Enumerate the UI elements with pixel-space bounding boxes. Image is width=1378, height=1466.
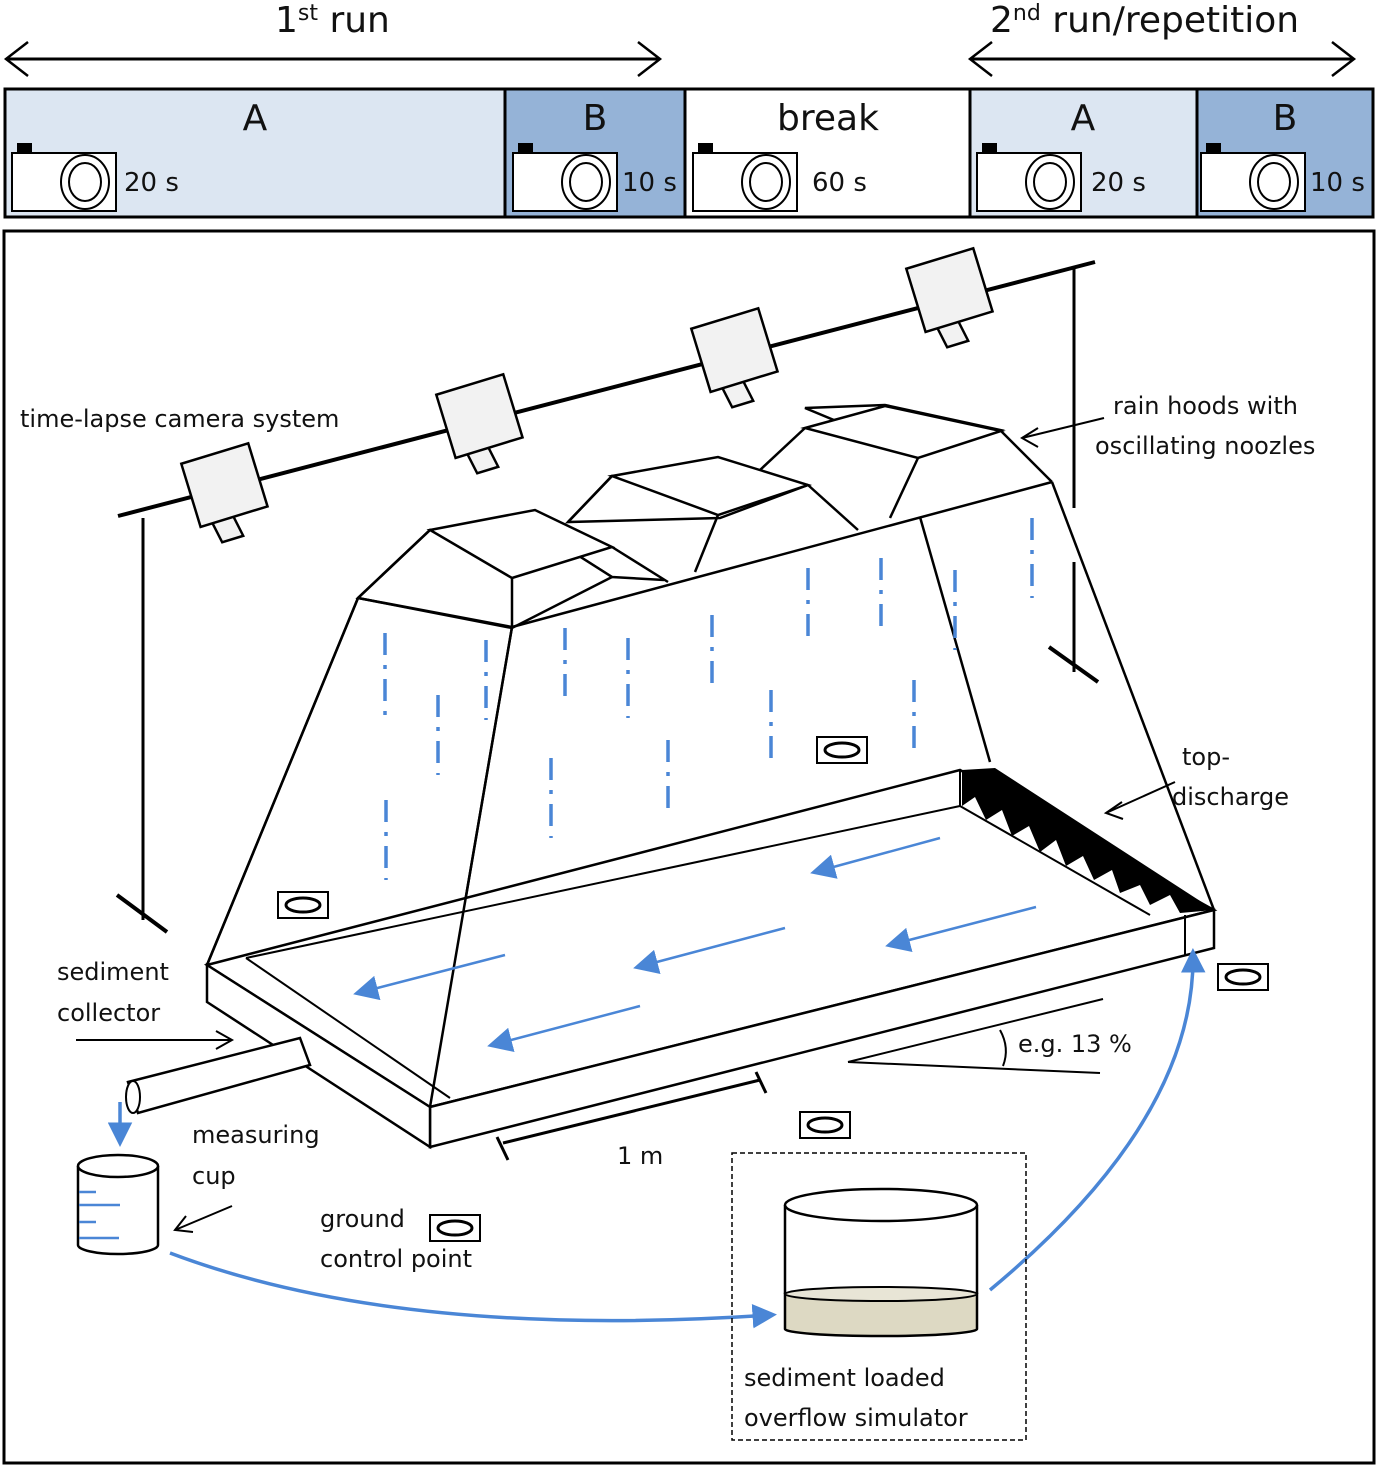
inflow-arrow [988,948,1206,1292]
sediment-collector-label: sediment [57,958,169,986]
camera-icon [1200,143,1306,212]
gcp-marker-icon [1217,963,1269,991]
top-discharge-pointer [1103,781,1176,820]
rail-camera-icon [179,441,270,544]
rain-hoods-label: rain hoods with [1113,392,1298,420]
run1-span-arrow [3,41,663,77]
camera-icon [976,143,1082,212]
top-discharge-weir [962,768,1214,913]
phase-duration: 10 s [622,168,677,198]
phase-name: A [1071,98,1096,139]
flow-arrows [353,836,1037,1052]
top-discharge-label: top- [1182,743,1230,771]
return-flow-arrow [169,1251,777,1329]
slope-indicator [847,998,1104,1074]
phase-duration: 60 s [812,168,867,198]
flow-arrow [633,926,786,974]
scale-label: 1 m [617,1142,663,1170]
rain-hoods-pointer [1020,417,1105,448]
phase-name: B [583,98,608,139]
gcp-marker-icon [429,1214,481,1242]
time-lapse-cameras [179,246,995,544]
measuring-cup-pointer [173,1205,233,1233]
gcp-label: ground [320,1205,405,1233]
rain-hoods-label: oscillating noozles [1095,432,1315,460]
phase-duration: 20 s [124,168,179,198]
ground-control-points [277,736,1269,1242]
gcp-marker-icon [816,736,868,764]
scale-bar [495,1071,768,1161]
sediment-collector-pointer [76,1030,235,1050]
camera-icon [11,143,117,212]
measuring-cup [76,1102,160,1256]
measuring-cup-label: measuring [192,1121,320,1149]
flow-arrow [810,836,941,879]
flow-arrow [885,905,1037,953]
camera-system-label: time-lapse camera system [20,405,339,433]
phase-name: break [777,98,879,139]
rail-camera-icon [434,372,525,475]
sediment-collector-label: collector [57,999,160,1027]
phase-duration: 20 s [1091,168,1146,198]
gcp-label: control point [320,1245,472,1273]
rain-drops [383,518,1034,880]
rail-camera-icon [904,246,995,349]
overflow-simulator [731,1152,1027,1441]
simulator-label: overflow simulator [744,1404,968,1432]
gcp-marker-icon [277,891,329,919]
camera-icon [692,143,798,212]
phase-duration: 10 s [1310,168,1365,198]
gcp-marker-icon [799,1111,851,1139]
rail-camera-icon [689,306,780,409]
flume [125,626,1218,1150]
run2-label: 2nd run/repetition [990,0,1299,41]
top-discharge-label: discharge [1172,783,1289,811]
timeline: 1st run 2nd run/repetition A B break A B… [3,0,1375,219]
phase-name: A [243,98,268,139]
run2-span-arrow [967,41,1357,77]
phase-name: B [1273,98,1298,139]
flow-arrow [487,1004,641,1052]
outlet-pipe [125,1036,312,1115]
phase-bar: A B break A B 20 s 10 s 60 s 20 s 10 s [3,87,1375,219]
measuring-cup-label: cup [192,1162,236,1190]
flow-arrow [353,953,506,1001]
slope-label: e.g. 13 % [1018,1030,1132,1058]
run1-label: 1st run [275,0,390,41]
camera-icon [512,143,618,212]
simulator-label: sediment loaded [744,1364,945,1392]
